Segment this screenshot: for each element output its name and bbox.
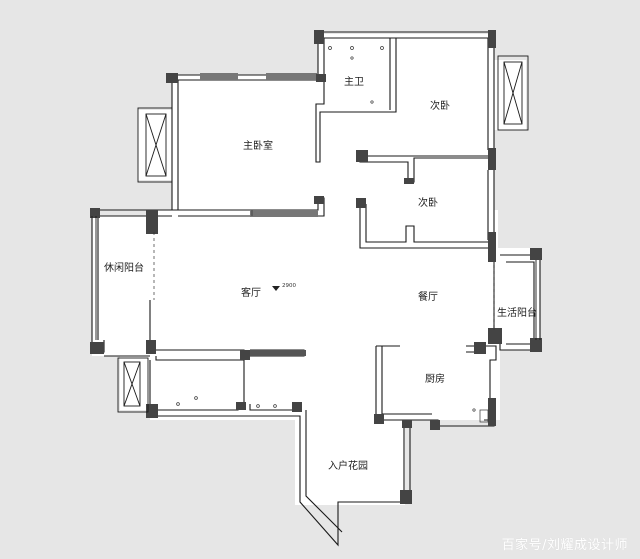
label-bedroom-1: 次卧 — [430, 99, 450, 112]
wall-columns — [90, 30, 542, 504]
label-kitchen: 厨房 — [425, 372, 445, 385]
fixtures — [153, 46, 495, 423]
label-dining-room: 餐厅 — [418, 290, 438, 303]
window-frames — [91, 55, 541, 413]
label-entry-garden: 入户花园 — [328, 459, 368, 472]
height-marker-icon — [272, 286, 280, 291]
label-bedroom-2: 次卧 — [418, 196, 438, 209]
label-master-bedroom: 主卧室 — [243, 139, 273, 152]
floor-area — [92, 34, 540, 505]
label-master-bathroom: 主卫 — [344, 76, 364, 88]
height-dimension: 2900 — [282, 283, 296, 289]
height-marker: 2900 — [272, 283, 296, 291]
room-labels: 主卫 主卧室 次卧 次卧 休闲阳台 客厅 餐厅 生活阳台 厨房 入户花园 — [104, 76, 537, 472]
label-utility-balcony: 生活阳台 — [497, 306, 537, 319]
label-leisure-balcony: 休闲阳台 — [104, 261, 144, 274]
label-living-room: 客厅 — [241, 286, 261, 299]
watermark: 百家号/刘耀成设计师 — [501, 538, 628, 553]
